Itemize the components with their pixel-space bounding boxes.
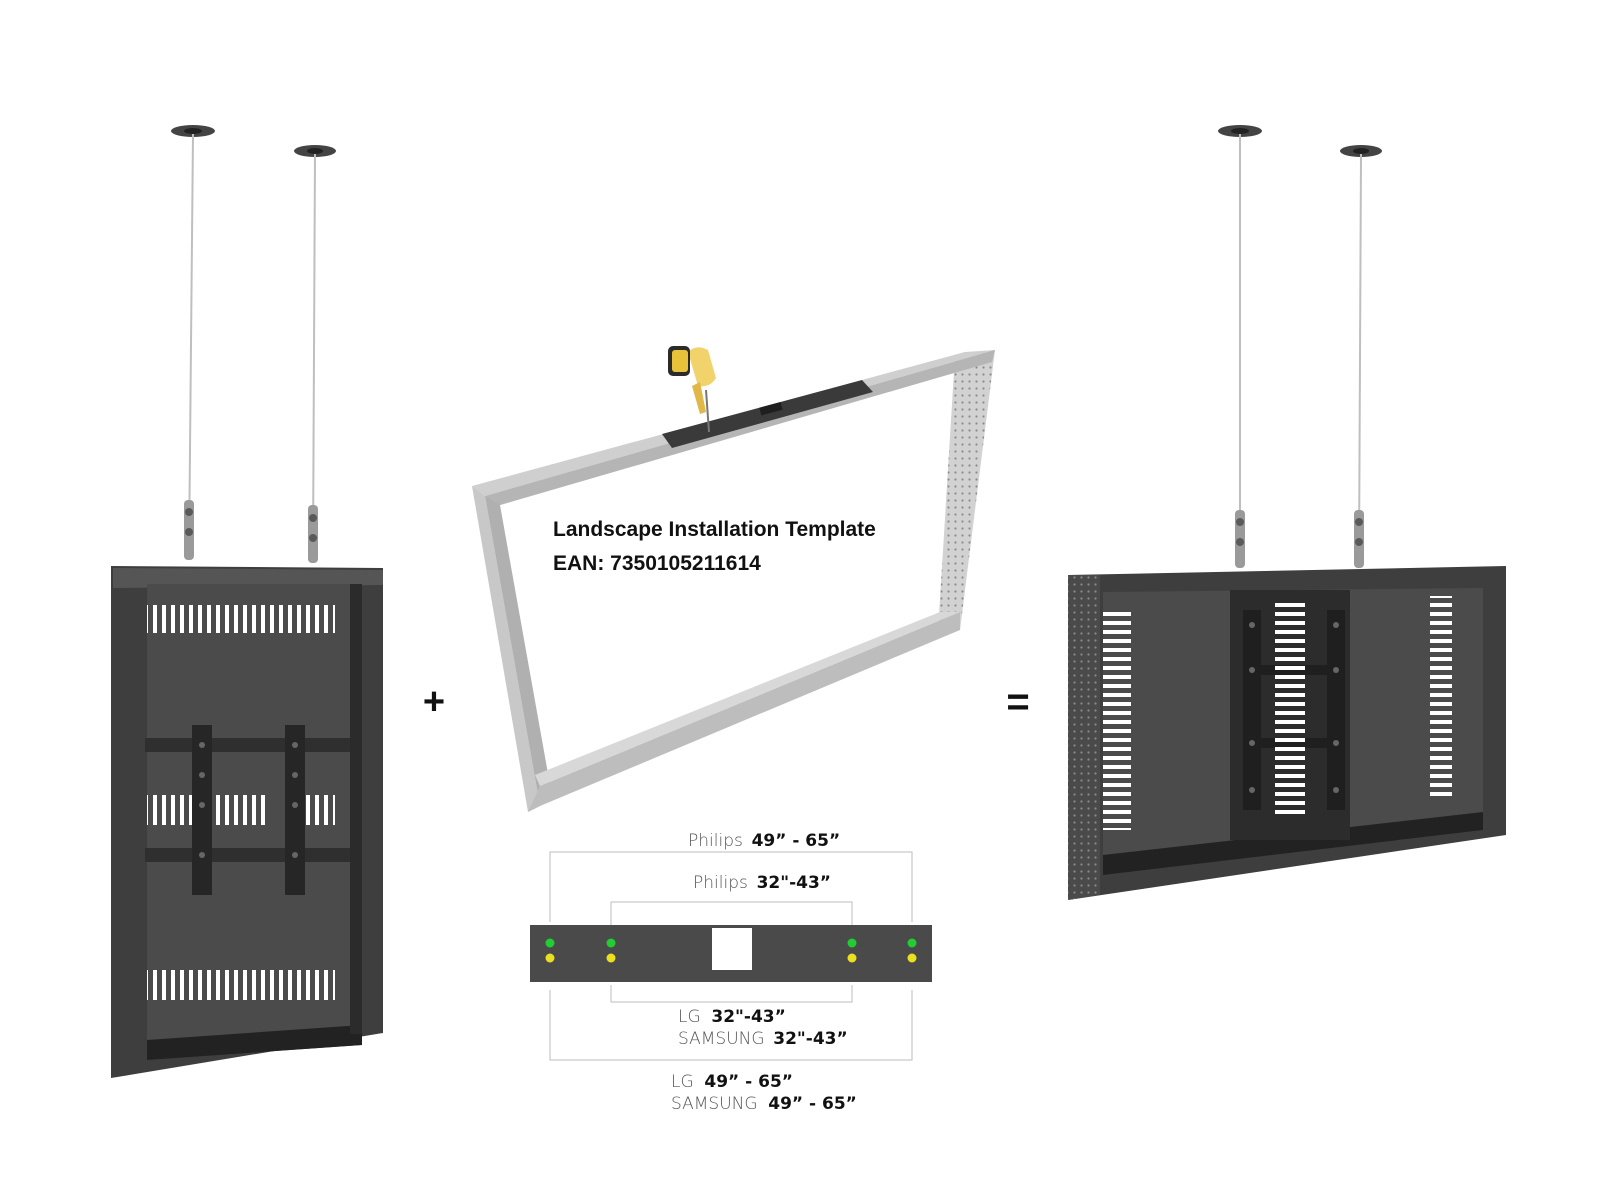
equals-operator: =	[1006, 680, 1029, 724]
philips-small-brand: Philips	[693, 873, 748, 893]
philips-small-size: 32"-43”	[757, 873, 831, 893]
svg-text:SAMSUNG 32"-43”: SAMSUNG 32"-43”	[678, 1029, 848, 1049]
landscape-enclosure-assembly	[1068, 125, 1506, 900]
template-title: Landscape Installation Template	[553, 518, 876, 541]
landscape-template-frame: Landscape Installation Template EAN: 735…	[472, 346, 995, 812]
svg-text:LG 32"-43”: LG 32"-43”	[678, 1007, 786, 1027]
svg-text:LG 49” - 65”: LG 49” - 65”	[671, 1072, 793, 1092]
svg-text:SAMSUNG 49” - 65”: SAMSUNG 49” - 65”	[671, 1094, 857, 1114]
samsung-large-size: 49” - 65”	[768, 1094, 857, 1114]
lg-small-brand: LG	[678, 1007, 701, 1027]
plus-operator: +	[423, 681, 445, 723]
hole-markers	[545, 938, 917, 963]
lg-small-size: 32"-43”	[711, 1007, 785, 1027]
ceiling-mount-icon	[1218, 125, 1262, 560]
lg-large-brand: LG	[671, 1072, 694, 1092]
samsung-small-brand: SAMSUNG	[678, 1029, 765, 1049]
drill-icon	[668, 346, 716, 433]
cable-turnbuckle	[184, 500, 318, 563]
ceiling-mount-icon	[171, 125, 215, 556]
philips-large-brand: Philips	[688, 831, 743, 851]
ceiling-mount-icon	[294, 145, 336, 551]
template-ean: EAN: 7350105211614	[553, 552, 761, 575]
svg-text:Philips 32"-43”: Philips 32"-43”	[693, 873, 831, 893]
samsung-large-brand: SAMSUNG	[671, 1094, 758, 1114]
philips-large-size: 49” - 65”	[752, 831, 841, 851]
lg-large-size: 49” - 65”	[704, 1072, 793, 1092]
svg-text:Philips 49” - 65”: Philips 49” - 65”	[688, 831, 840, 851]
portrait-enclosure-assembly	[111, 125, 383, 1078]
ceiling-mount-icon	[1340, 145, 1382, 561]
cable-turnbuckle	[1235, 510, 1364, 568]
samsung-small-size: 32"-43”	[773, 1029, 847, 1049]
bracket-compatibility-diagram: Philips 49” - 65” Philips 32"-43” LG 32"…	[530, 831, 932, 1114]
